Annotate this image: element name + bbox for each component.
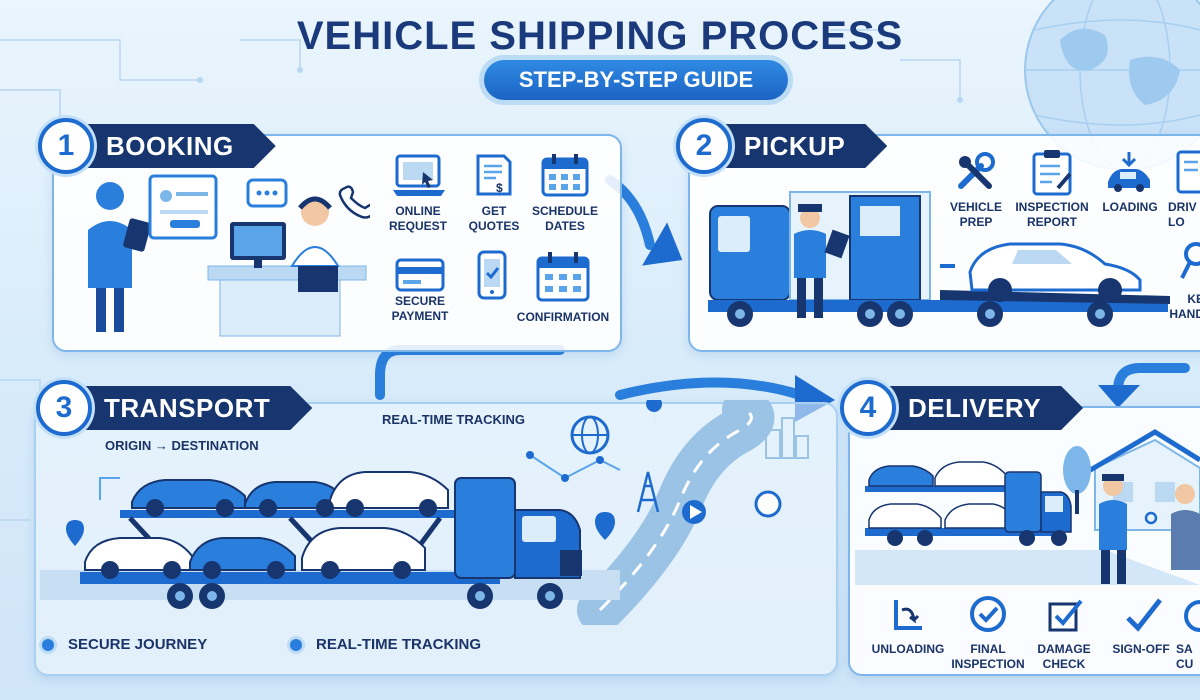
laptop-icon [393,154,445,196]
step-4-header: 4 DELIVERY [840,380,1083,436]
checkbox-icon [1048,599,1083,632]
item-key-handover: KE HAND [1169,292,1200,321]
globe-icon [1024,0,1200,171]
footer-secure-journey: SECURE JOURNEY [42,636,207,653]
step-3-header: 3 TRANSPORT [36,380,312,436]
step-3-number: 3 [36,380,92,436]
item-sign-off: SIGN-OFF [1112,642,1170,656]
item-damage-check: DAMAGE CHECK [1037,642,1091,671]
pickup-illustration [708,191,1170,327]
key-icon [1180,242,1200,279]
booking-illustration [88,174,370,337]
step-4-title: DELIVERY [882,386,1083,430]
item-final-inspection: FINAL INSPECTION [951,642,1025,671]
document-icon: $ [476,154,512,196]
step-4-number: 4 [840,380,896,436]
step-1-header: 1 BOOKING [38,118,276,174]
page-subtitle: STEP-BY-STEP GUIDE [484,60,788,100]
smartphone-icon [477,250,507,300]
item-satisfied-customer: SA CU [1176,642,1194,671]
step-2-header: 2 PICKUP [676,118,887,174]
item-schedule-dates: SCHEDULE DATES [531,204,598,233]
item-get-quotes: GET QUOTES [468,204,520,233]
calendar-check-icon [536,252,590,302]
item-secure-payment: SECURE PAYMENT [391,294,449,323]
checklist-icon [1176,150,1200,194]
footer-secure-journey-text: SECURE JOURNEY [68,636,208,653]
signature-check-icon [1126,598,1162,632]
wrench-icon [958,152,995,189]
bullet-icon [42,638,54,651]
item-inspection-report: INSPECTION REPORT [1015,200,1089,229]
credit-card-icon [395,258,445,292]
step-1-number: 1 [38,118,94,174]
svg-text:$: $ [496,181,503,195]
transport-illustration [40,400,809,625]
clipboard-icon [1032,150,1072,196]
step-3-title: TRANSPORT [78,386,312,430]
item-unloading: UNLOADING [871,642,945,656]
step-1-title: BOOKING [80,124,276,168]
footer-real-time-tracking-text: REAL-TIME TRACKING [316,636,481,653]
page-title: VEHICLE SHIPPING PROCESS [296,14,904,58]
step-2-title: PICKUP [718,124,887,168]
item-confirmation: CONFIRMATION [516,310,610,324]
badge-icon [1184,600,1200,632]
item-loading: LOADING [1102,200,1158,214]
calendar-icon [541,154,589,197]
item-vehicle-prep: VEHICLE PREP [949,200,1002,229]
delivery-illustration [855,429,1200,585]
route-label: ORIGIN → DESTINATION [105,438,259,453]
check-circle-icon [970,596,1006,632]
tracking-label: REAL-TIME TRACKING [382,412,525,427]
footer-real-time-tracking: REAL-TIME TRACKING [290,636,481,653]
unloading-icon [894,600,922,630]
item-driver-log: DRIV LO [1168,200,1197,229]
car-loading-icon [1108,152,1150,192]
step-2-number: 2 [676,118,732,174]
bullet-icon [290,638,302,651]
item-online-request: ONLINE REQUEST [388,204,447,233]
